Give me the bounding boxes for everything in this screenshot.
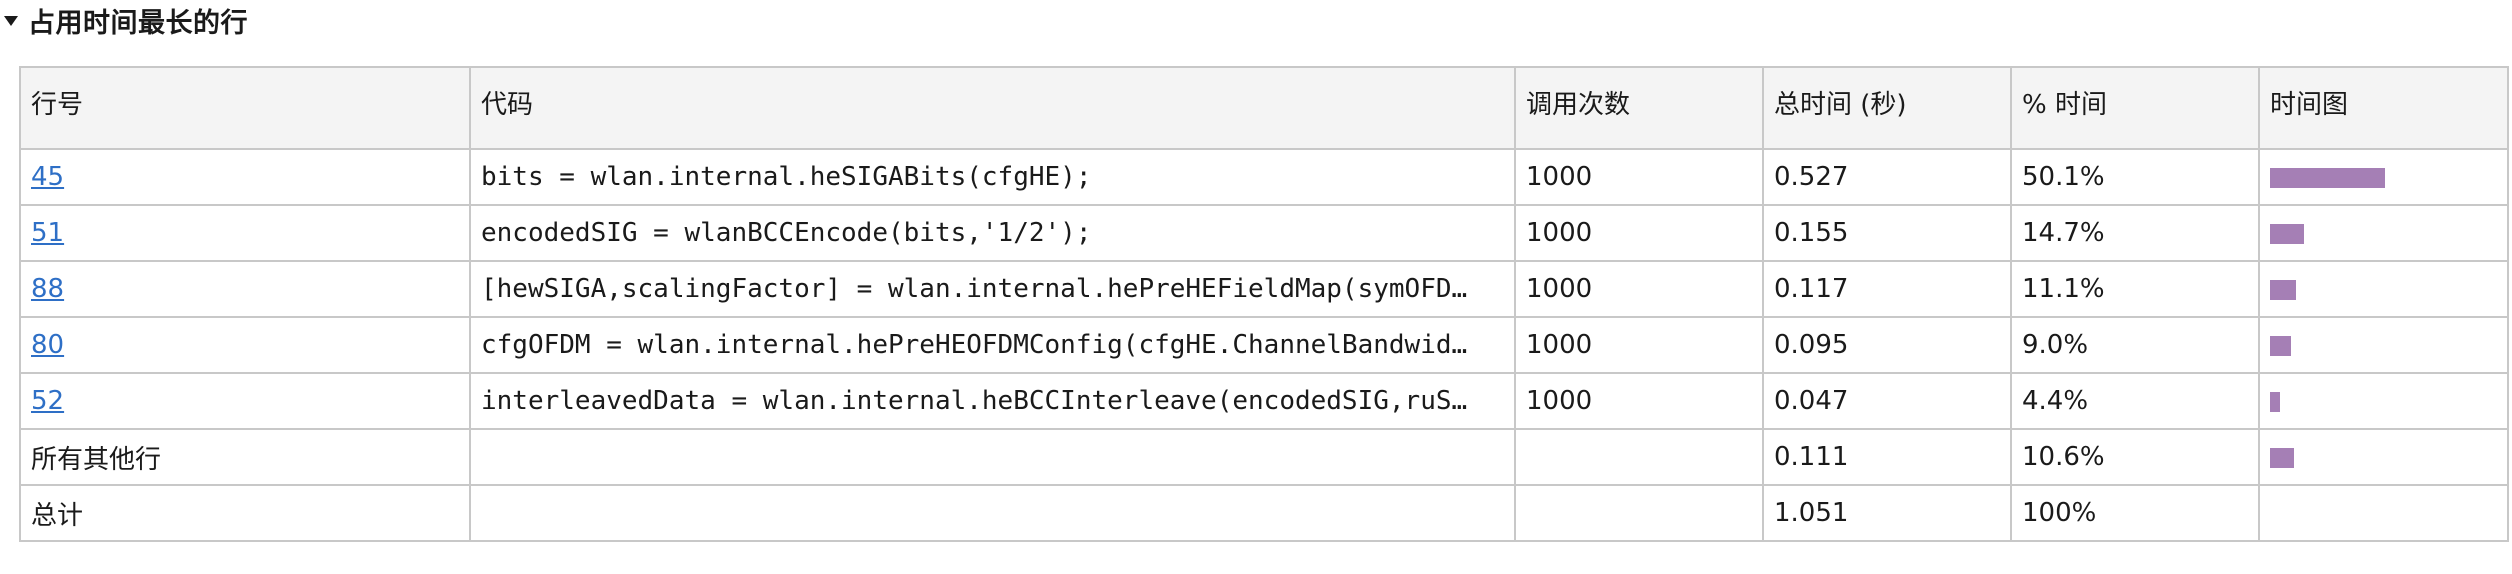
line-link[interactable]: 52	[31, 386, 65, 416]
header-row: 行号 代码 调用次数 总时间 (秒) % 时间 时间图	[19, 66, 2509, 150]
section-title: 占用时间最长的行	[28, 7, 248, 39]
calls-cell: 1000	[1514, 148, 1764, 206]
time-plot-cell	[2258, 148, 2509, 206]
calls-cell-empty	[1514, 428, 1764, 486]
time-bar	[2270, 336, 2291, 356]
code-cell-empty	[469, 428, 1516, 486]
time-plot-cell	[2258, 316, 2509, 374]
line-cell: 80	[19, 316, 471, 374]
caret-down-icon[interactable]	[4, 16, 18, 26]
line-cell: 88	[19, 260, 471, 318]
table-row: 51 encodedSIG = wlanBCCEncode(bits,'1/2'…	[19, 204, 2509, 262]
total-time-cell: 0.527	[1762, 148, 2012, 206]
other-lines-label: 所有其他行	[19, 428, 471, 486]
table-row: 45 bits = wlan.internal.heSIGABits(cfgHE…	[19, 148, 2509, 206]
time-bar	[2270, 168, 2385, 188]
total-time-cell: 0.047	[1762, 372, 2012, 430]
time-plot-cell	[2258, 260, 2509, 318]
total-time-cell: 1.051	[1762, 484, 2012, 542]
pct-time-cell: 100%	[2010, 484, 2260, 542]
line-cell: 52	[19, 372, 471, 430]
calls-cell: 1000	[1514, 316, 1764, 374]
line-cell: 45	[19, 148, 471, 206]
table-row: 52 interleavedData = wlan.internal.heBCC…	[19, 372, 2509, 430]
code-cell: encodedSIG = wlanBCCEncode(bits,'1/2');	[469, 204, 1516, 262]
pct-time-cell: 10.6%	[2010, 428, 2260, 486]
calls-cell-empty	[1514, 484, 1764, 542]
time-bar	[2270, 280, 2296, 300]
header-line: 行号	[19, 66, 471, 150]
lines-table: 行号 代码 调用次数 总时间 (秒) % 时间 时间图 45 bits = wl…	[19, 66, 2509, 542]
total-time-cell: 0.095	[1762, 316, 2012, 374]
time-plot-cell	[2258, 204, 2509, 262]
line-link[interactable]: 51	[31, 218, 65, 248]
time-bar	[2270, 448, 2294, 468]
section-header[interactable]: 占用时间最长的行	[0, 0, 248, 40]
code-cell: [hewSIGA,scalingFactor] = wlan.internal.…	[469, 260, 1516, 318]
code-cell-empty	[469, 484, 1516, 542]
pct-time-cell: 9.0%	[2010, 316, 2260, 374]
pct-time-cell: 50.1%	[2010, 148, 2260, 206]
total-time-cell: 0.117	[1762, 260, 2012, 318]
code-cell: cfgOFDM = wlan.internal.hePreHEOFDMConfi…	[469, 316, 1516, 374]
total-time-cell: 0.111	[1762, 428, 2012, 486]
pct-time-cell: 14.7%	[2010, 204, 2260, 262]
table-row: 88 [hewSIGA,scalingFactor] = wlan.intern…	[19, 260, 2509, 318]
total-row: 总计 1.051 100%	[19, 484, 2509, 542]
line-link[interactable]: 88	[31, 274, 65, 304]
time-plot-cell-empty	[2258, 484, 2509, 542]
total-label: 总计	[19, 484, 471, 542]
calls-cell: 1000	[1514, 204, 1764, 262]
other-lines-row: 所有其他行 0.111 10.6%	[19, 428, 2509, 486]
calls-cell: 1000	[1514, 372, 1764, 430]
pct-time-cell: 11.1%	[2010, 260, 2260, 318]
time-plot-cell	[2258, 372, 2509, 430]
code-cell: interleavedData = wlan.internal.heBCCInt…	[469, 372, 1516, 430]
header-time-plot: 时间图	[2258, 66, 2509, 150]
header-total-time: 总时间 (秒)	[1762, 66, 2012, 150]
code-cell: bits = wlan.internal.heSIGABits(cfgHE);	[469, 148, 1516, 206]
line-link[interactable]: 80	[31, 330, 65, 360]
total-time-cell: 0.155	[1762, 204, 2012, 262]
header-pct-time: % 时间	[2010, 66, 2260, 150]
line-cell: 51	[19, 204, 471, 262]
header-calls: 调用次数	[1514, 66, 1764, 150]
header-code: 代码	[469, 66, 1516, 150]
time-bar	[2270, 392, 2280, 412]
table-row: 80 cfgOFDM = wlan.internal.hePreHEOFDMCo…	[19, 316, 2509, 374]
pct-time-cell: 4.4%	[2010, 372, 2260, 430]
time-plot-cell	[2258, 428, 2509, 486]
time-bar	[2270, 224, 2304, 244]
calls-cell: 1000	[1514, 260, 1764, 318]
line-link[interactable]: 45	[31, 162, 65, 192]
